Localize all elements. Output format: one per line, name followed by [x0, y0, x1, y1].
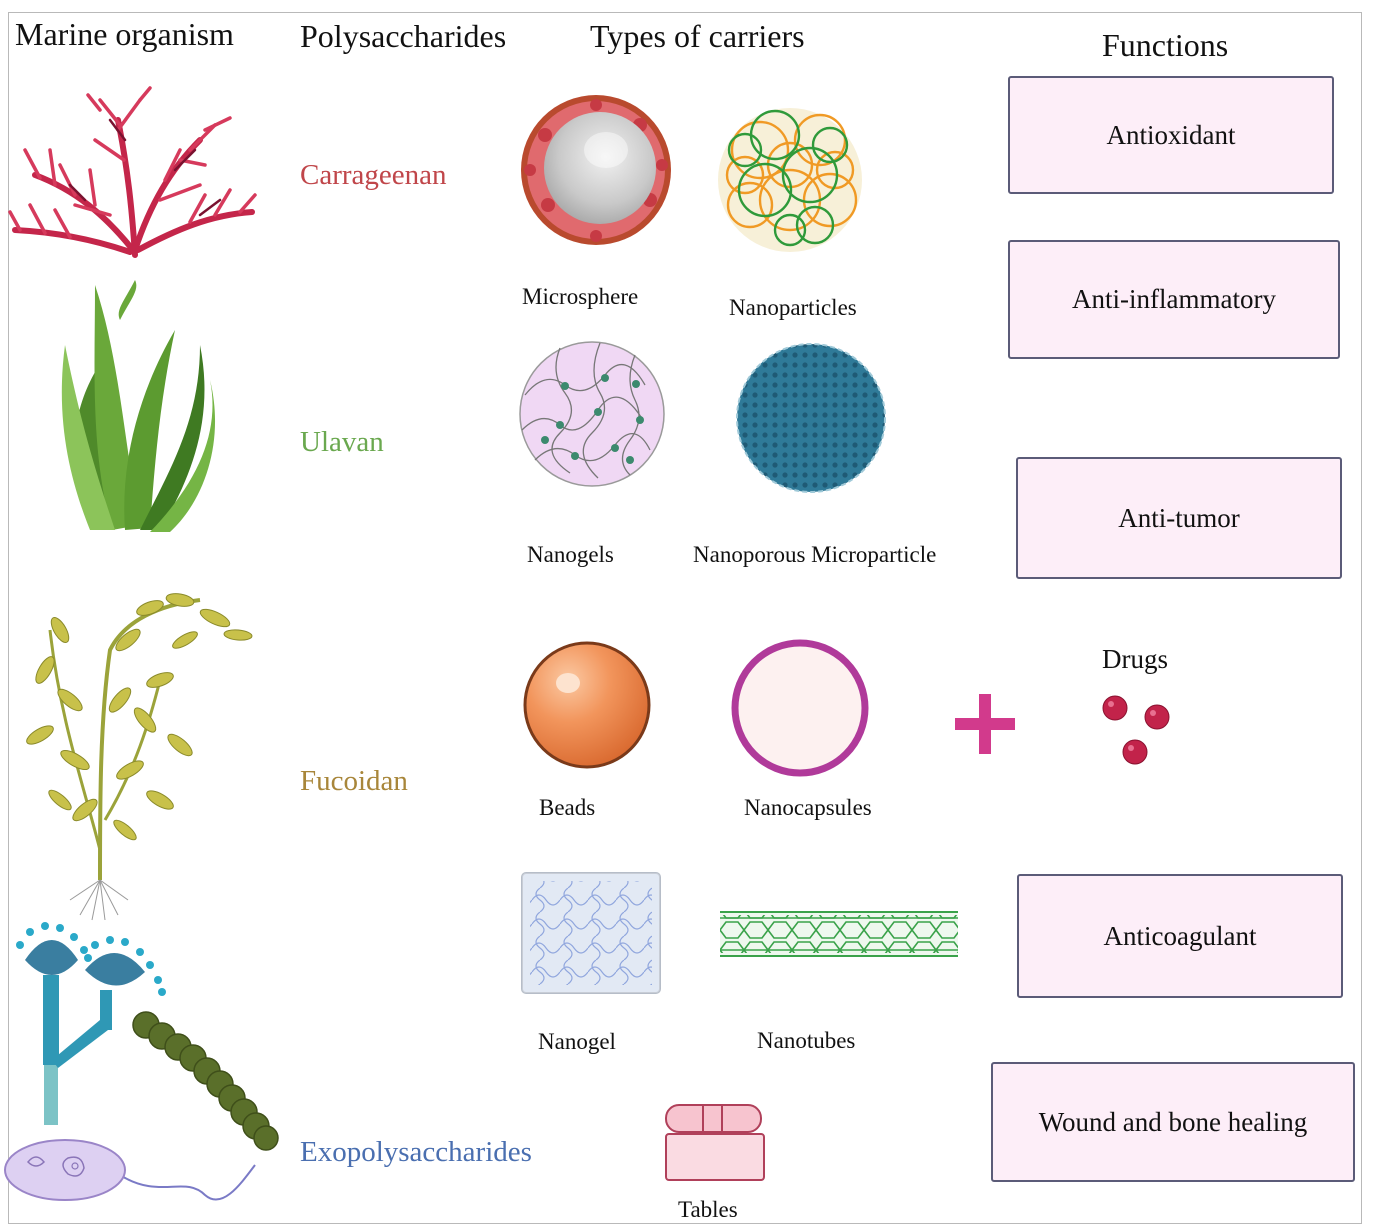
carrier-label-tables: Tables — [678, 1197, 738, 1222]
polysaccharide-fucoidan: Fucoidan — [300, 765, 408, 797]
bacteria-chain-icon — [132, 1011, 279, 1151]
function-label: Anti-tumor — [1118, 502, 1240, 533]
nanoparticle-icon — [718, 108, 862, 252]
carrier-label-nanogel: Nanogel — [538, 1029, 616, 1054]
carrier-label-nanogels: Nanogels — [527, 542, 614, 567]
drugs-label: Drugs — [1102, 644, 1168, 674]
drug-dot-icon — [1102, 695, 1170, 765]
green-seaweed-icon — [61, 280, 216, 532]
function-label: Antioxidant — [1106, 119, 1236, 150]
header-functions: Functions — [1102, 27, 1229, 63]
function-wound-and-bone-healing: Wound and bone healing — [991, 1062, 1355, 1182]
polysaccharide-exopolysaccharides: Exopolysaccharides — [300, 1136, 532, 1168]
plus-icon — [955, 694, 1015, 754]
figure-frame — [8, 12, 1362, 1224]
nanocapsule-icon — [731, 639, 869, 777]
function-antioxidant: Antioxidant — [1008, 76, 1334, 194]
header-types-of-carriers: Types of carriers — [590, 18, 805, 54]
function-label: Anticoagulant — [1103, 920, 1257, 951]
function-anti-inflammatory: Anti-inflammatory — [1008, 240, 1340, 359]
polysaccharide-carrageenan: Carrageenan — [300, 159, 447, 191]
fungus-icon — [16, 922, 166, 1125]
carrier-label-nanoparticles: Nanoparticles — [729, 295, 857, 320]
carrier-label-nanotubes: Nanotubes — [757, 1028, 856, 1053]
nanogel-sheet-icon — [521, 872, 661, 994]
header-polysaccharides: Polysaccharides — [300, 18, 507, 54]
polysaccharide-ulavan: Ulavan — [300, 426, 384, 458]
tablet-icon — [665, 1104, 765, 1181]
brown-kelp-icon — [26, 593, 253, 921]
function-anticoagulant: Anticoagulant — [1017, 874, 1343, 998]
carrier-label-beads: Beads — [539, 795, 596, 820]
bacterium-icon — [4, 1139, 256, 1201]
red-seaweed-icon — [8, 86, 257, 258]
carrier-label-nanocapsules: Nanocapsules — [744, 795, 872, 820]
nanotube-icon — [720, 911, 958, 957]
microsphere-icon — [521, 95, 671, 245]
nanoporous-microparticle-icon — [736, 343, 886, 493]
header-marine-organism: Marine organism — [15, 16, 234, 52]
bead-icon — [523, 641, 651, 769]
function-label: Wound and bone healing — [1038, 1106, 1308, 1137]
nanogel-icon — [519, 341, 665, 487]
carrier-label-nanoporous-microparticle: Nanoporous Microparticle — [693, 542, 937, 567]
carrier-label-microsphere: Microsphere — [522, 284, 639, 309]
function-label: Anti-inflammatory — [1072, 284, 1276, 314]
function-anti-tumor: Anti-tumor — [1016, 457, 1342, 579]
